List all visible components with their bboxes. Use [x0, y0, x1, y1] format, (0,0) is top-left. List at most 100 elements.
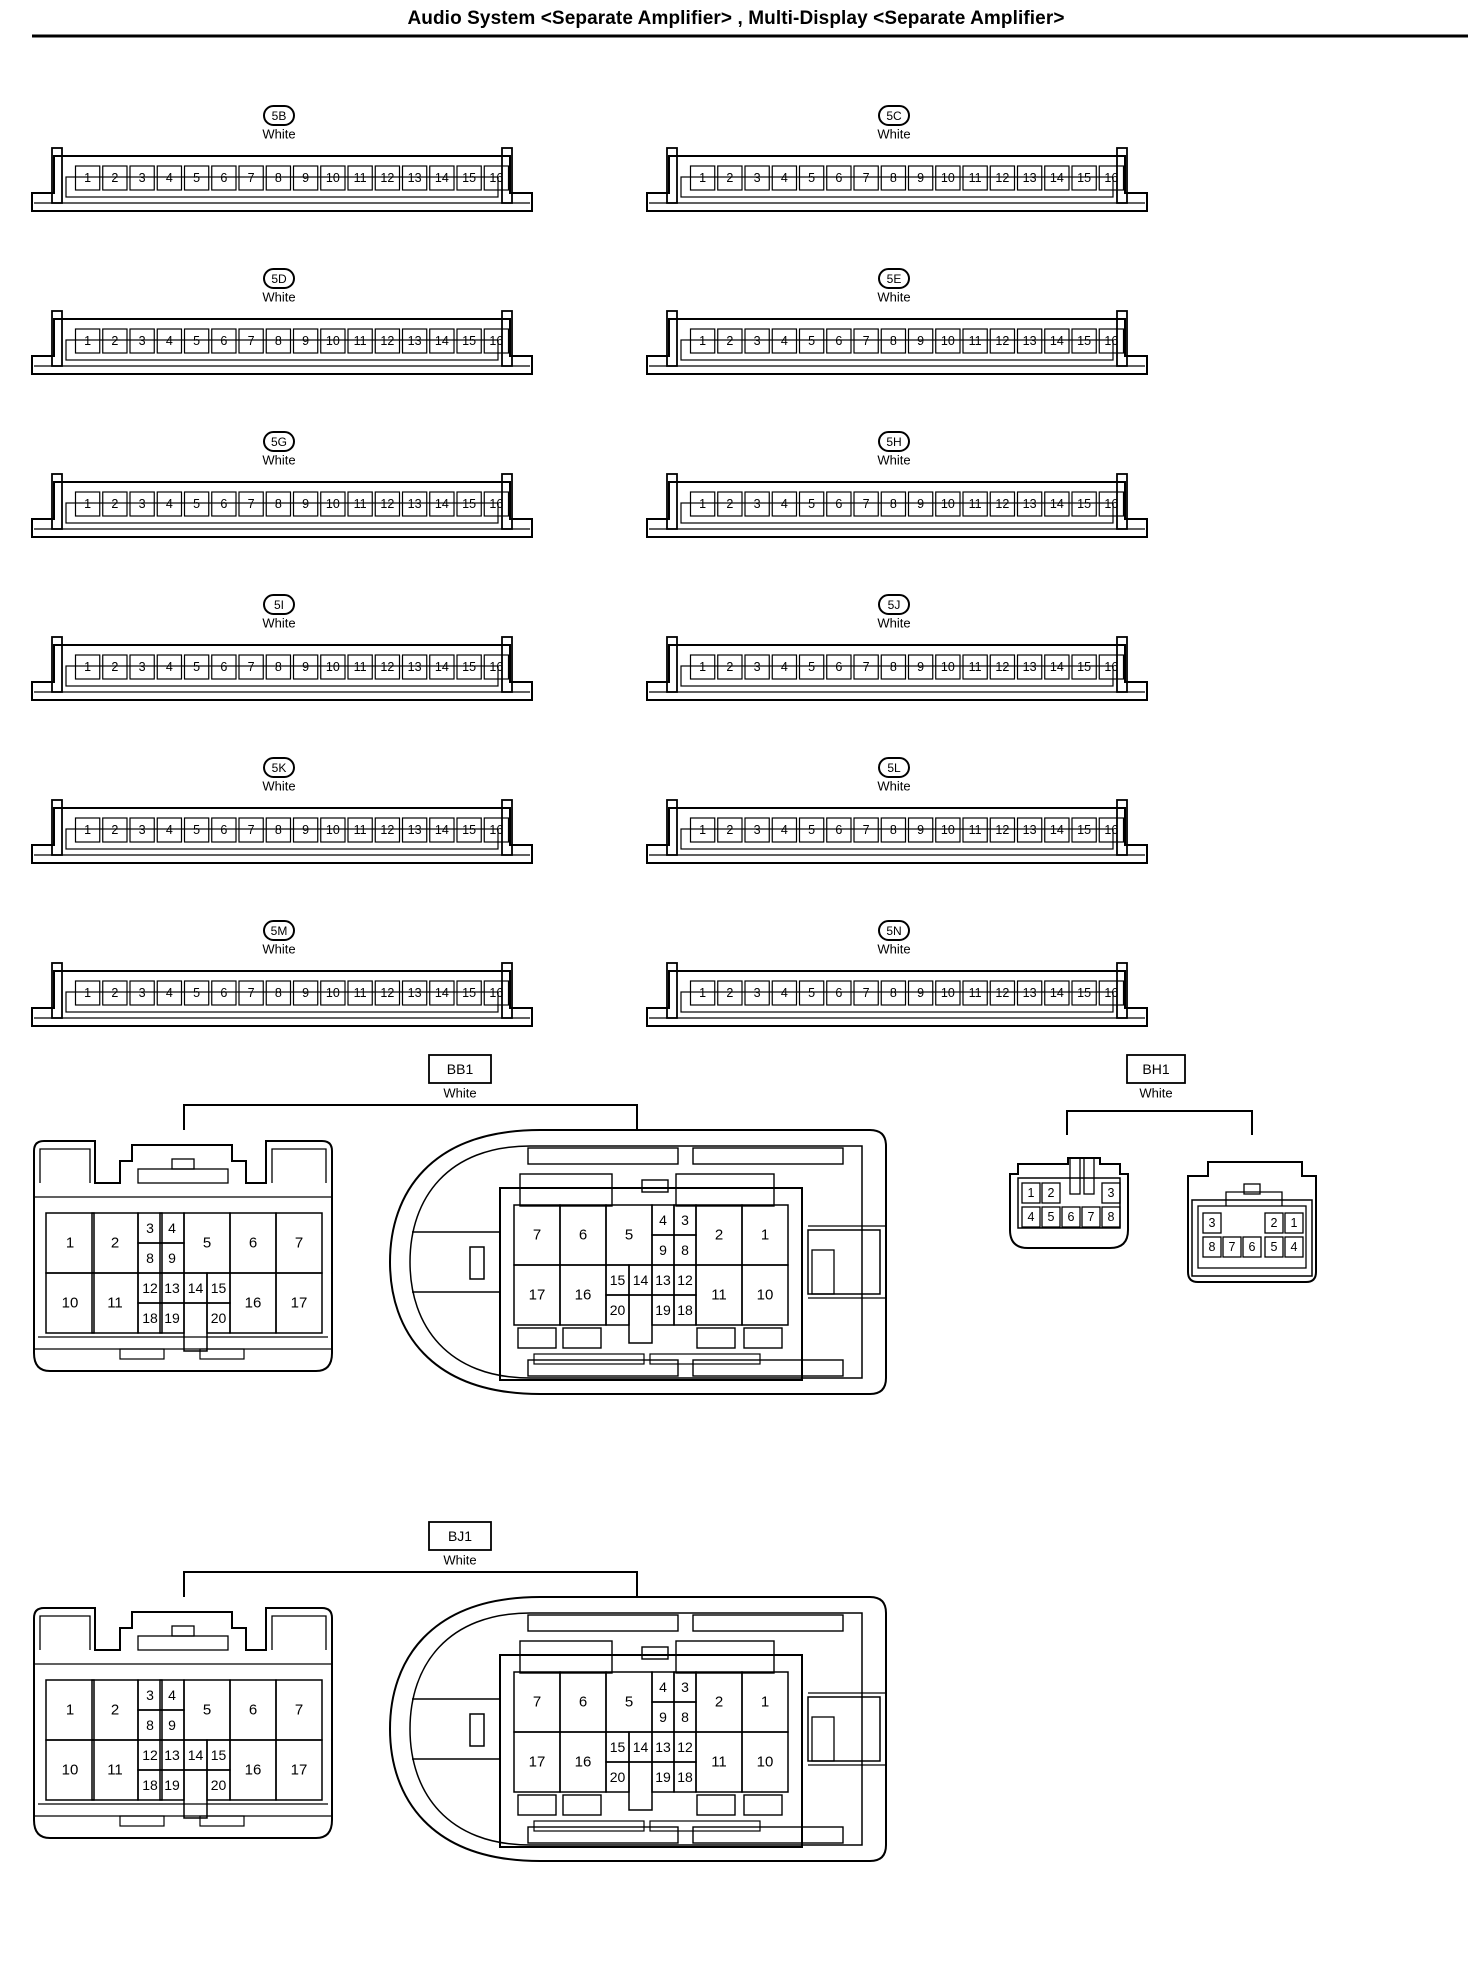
pin-cell: [880, 980, 907, 1006]
pin-number: 2: [111, 660, 118, 674]
pin-number: 10: [326, 660, 340, 674]
pin-cell: [483, 817, 510, 843]
pin-cell: [275, 1739, 323, 1801]
bottom-rail: [533, 1353, 645, 1365]
left-latch: [666, 799, 678, 856]
pin-cell: [137, 1769, 163, 1801]
pin-cell: [456, 491, 482, 517]
pin-cell: [74, 817, 101, 843]
pin-cell: [74, 328, 101, 354]
pin-number: 13: [408, 171, 422, 185]
left-latch: [51, 473, 63, 530]
pin-number: 14: [435, 823, 449, 837]
pin-number: 7: [248, 334, 255, 348]
pin-number: 13: [408, 660, 422, 674]
pin-number: 3: [754, 986, 761, 1000]
pin-cell: [717, 654, 743, 680]
pin-number: 13: [164, 1747, 180, 1763]
pin-cell: [211, 654, 237, 680]
pin-cell: [183, 817, 210, 843]
top-key: [641, 1646, 669, 1660]
pin-cell: [137, 1302, 163, 1334]
pin-cell: [74, 980, 101, 1006]
pin-keyway: [183, 1769, 208, 1819]
pin-number: 11: [107, 1295, 123, 1312]
pin-cell: [320, 328, 346, 354]
pin-number: 15: [462, 823, 476, 837]
pin-number: 11: [354, 823, 367, 837]
housing-outline: [1009, 1157, 1129, 1249]
connector-id-badge: [878, 757, 910, 778]
pin-number: 14: [1050, 660, 1064, 674]
pin-number: 6: [220, 334, 227, 348]
pin-number: 2: [111, 497, 118, 511]
pin-slot: [65, 991, 499, 1013]
pin-cell: [238, 980, 264, 1006]
top-housing: [675, 1173, 775, 1207]
pin-cell: [401, 980, 428, 1006]
pin-number: 2: [726, 986, 733, 1000]
pin-cell: [798, 980, 825, 1006]
pin-cell: [1044, 165, 1070, 191]
pin-number: 9: [168, 1250, 176, 1266]
pin-number: 7: [863, 497, 870, 511]
pin-number: 1: [84, 334, 91, 348]
pin-number: 15: [462, 986, 476, 1000]
pin-cell: [798, 328, 825, 354]
pin-number: 3: [681, 1679, 689, 1695]
pin-cell: [102, 165, 128, 191]
pin-number: 15: [1077, 497, 1091, 511]
pin-cell: [211, 165, 237, 191]
pin-number: 7: [863, 171, 870, 185]
pin-number: 6: [220, 986, 227, 1000]
pin-number: 5: [203, 1702, 211, 1719]
pin-number: 8: [146, 1717, 154, 1733]
pin-number: 3: [139, 334, 146, 348]
pin-cell: [798, 817, 825, 843]
pin-cell: [880, 654, 907, 680]
pin-number: 1: [66, 1702, 74, 1719]
pin-number: 7: [863, 986, 870, 1000]
pin-slot: [65, 176, 499, 198]
pin-cell: [347, 491, 373, 517]
pin-number: 8: [275, 171, 282, 185]
pin-cell: [238, 165, 264, 191]
pin-number: 3: [754, 171, 761, 185]
right-latch: [1116, 147, 1128, 204]
pin-number: 4: [168, 1220, 176, 1236]
top-housing: [675, 1640, 775, 1674]
right-latch: [1116, 962, 1128, 1019]
pin-number: 15: [1077, 660, 1091, 674]
pin-number: 9: [917, 171, 924, 185]
pin-cell: [1098, 491, 1125, 517]
pin-number: 7: [248, 171, 255, 185]
pin-cell: [74, 654, 101, 680]
pin-keyway: [183, 1302, 208, 1352]
pin-cell: [1242, 1236, 1262, 1258]
pin-cell: [744, 817, 770, 843]
pin-number: 14: [1050, 823, 1064, 837]
housing-outline: [33, 1140, 333, 1372]
pin-number: 10: [941, 986, 955, 1000]
connector-id-label: 5K: [272, 761, 287, 775]
pin-cell: [45, 1272, 95, 1334]
pin-cell: [1016, 328, 1043, 354]
pin-cell: [156, 817, 183, 843]
pin-cell: [962, 165, 988, 191]
bottom-slot: [743, 1327, 783, 1349]
pin-cell: [456, 328, 482, 354]
pin-cell: [265, 328, 292, 354]
connector-housing: [31, 155, 533, 212]
pin-number: 2: [111, 171, 118, 185]
pin-number: 12: [995, 334, 1009, 348]
pin-cell: [320, 165, 346, 191]
pin-number: 11: [354, 660, 367, 674]
connector-color-label: White: [877, 453, 910, 468]
pin-cell: [962, 654, 988, 680]
pin-slot: [680, 665, 1114, 687]
pin-number: 17: [529, 1754, 546, 1771]
pin-cell: [74, 165, 101, 191]
pin-cell: [798, 491, 825, 517]
